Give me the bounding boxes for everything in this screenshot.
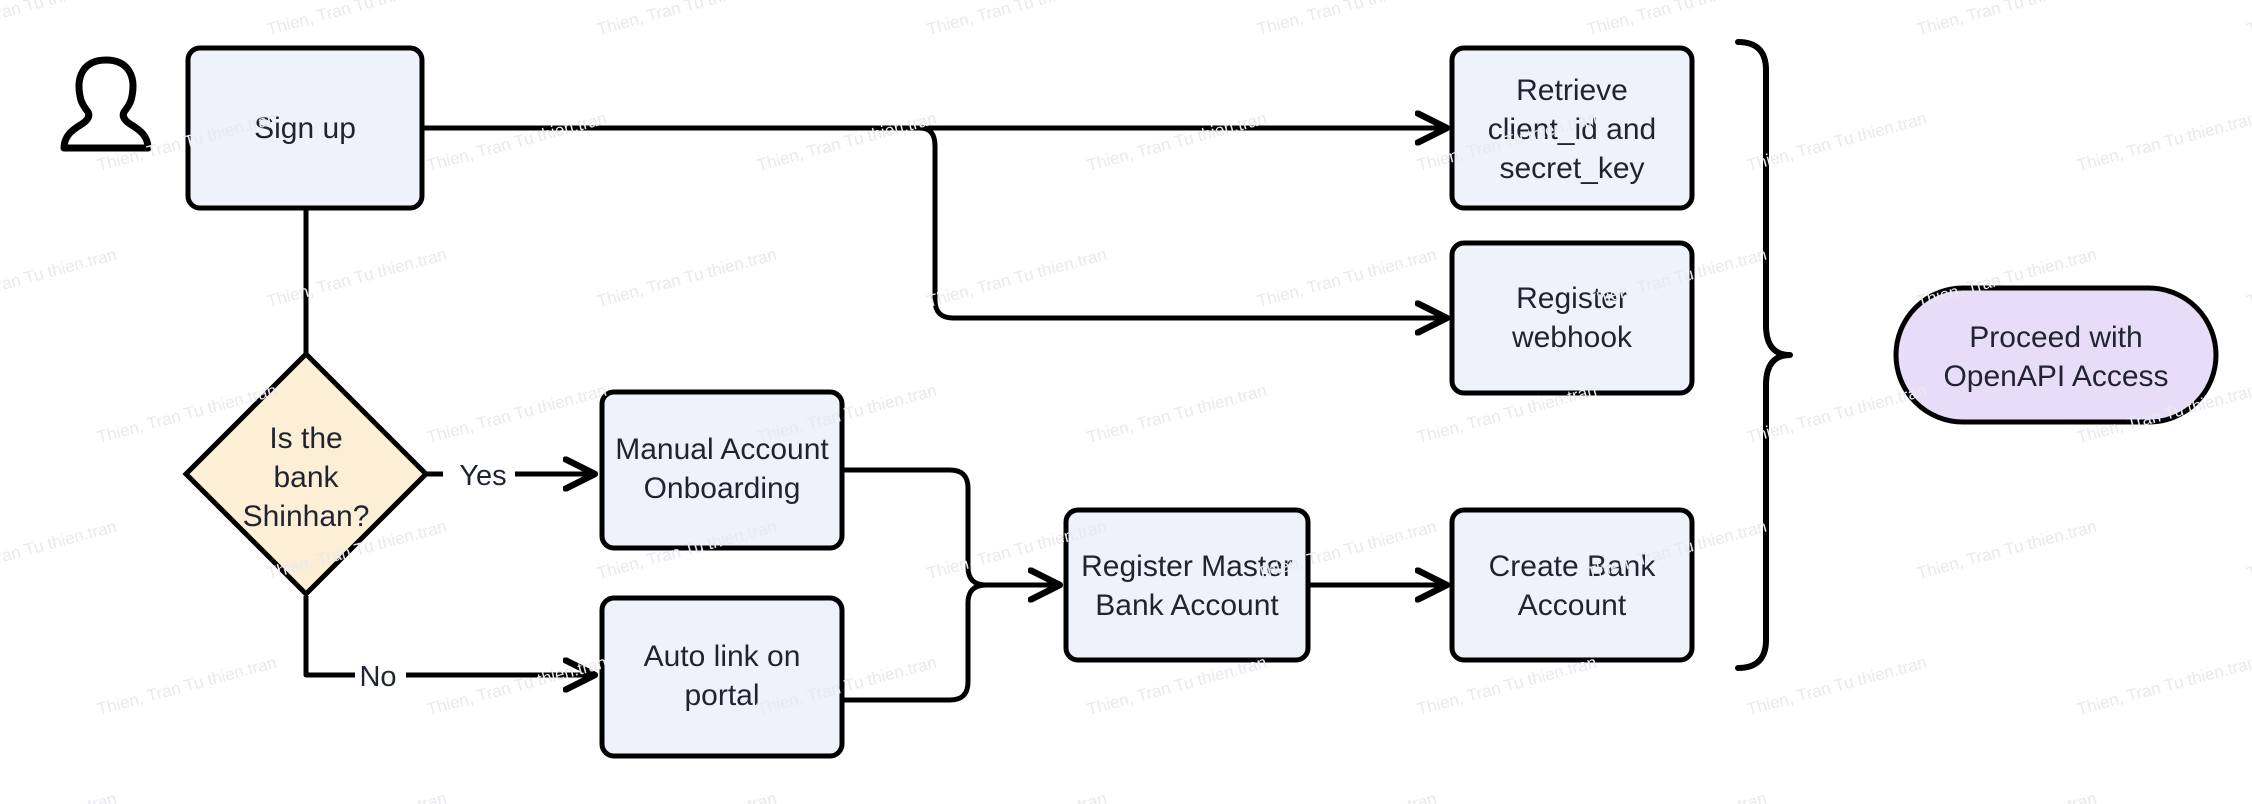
edge-labels-group: Yes No [359,460,506,693]
node-autolink-label-line1: Auto link on [644,640,801,673]
node-register-master-bank-account[interactable]: Register Master Bank Account [1063,507,1311,663]
edge-decision-no-to-autolink [303,596,355,678]
node-create-label-line2: Account [1518,589,1627,622]
node-register-webhook[interactable]: Register webhook [1449,240,1695,396]
node-create-bank-account[interactable]: Create Bank Account [1449,507,1695,663]
edge-manual-to-master [842,467,1057,588]
node-webhook-label-line1: Register [1516,282,1628,315]
node-retrieve-label-line1: Retrieve [1516,74,1628,107]
edges-group [303,125,1444,703]
node-master-label-line2: Bank Account [1095,589,1279,622]
node-create-label-line1: Create Bank [1489,550,1657,583]
node-decision-label-line2: bank [273,461,339,494]
node-proceed-openapi-access[interactable]: Proceed with OpenAPI Access [1893,285,2219,425]
edge-label-yes: Yes [459,460,506,492]
node-signup[interactable]: Sign up [185,45,425,211]
node-retrieve-label-line3: secret_key [1499,152,1644,185]
node-webhook-label-line2: webhook [1511,321,1633,354]
node-retrieve-label-line2: client_id and [1488,113,1656,146]
edge-label-no: No [359,661,396,693]
node-decision-is-bank-shinhan[interactable]: Is the bank Shinhan? [182,350,430,598]
edge-signup-to-webhook [917,125,1444,318]
node-manual-label-line2: Onboarding [644,472,801,505]
node-proceed-label-line2: OpenAPI Access [1943,360,2168,393]
node-autolink-label-line2: portal [684,679,759,712]
edge-autolink-to-master [842,585,1057,703]
user-icon [60,56,152,152]
node-proceed-label-line1: Proceed with [1969,321,2142,354]
node-signup-label: Sign up [254,112,356,145]
group-brace-icon [1735,39,1793,671]
node-manual-label-line1: Manual Account [615,433,829,466]
node-auto-link-on-portal[interactable]: Auto link on portal [599,595,845,759]
node-retrieve-credentials[interactable]: Retrieve client_id and secret_key [1449,45,1695,211]
nodes-group: Sign up Is the bank Shinhan? Retrieve cl… [182,45,2219,759]
node-decision-label-line3: Shinhan? [243,500,370,533]
node-decision-label-line1: Is the [269,422,342,455]
node-manual-account-onboarding[interactable]: Manual Account Onboarding [599,389,845,551]
node-master-label-line1: Register Master [1081,550,1293,583]
